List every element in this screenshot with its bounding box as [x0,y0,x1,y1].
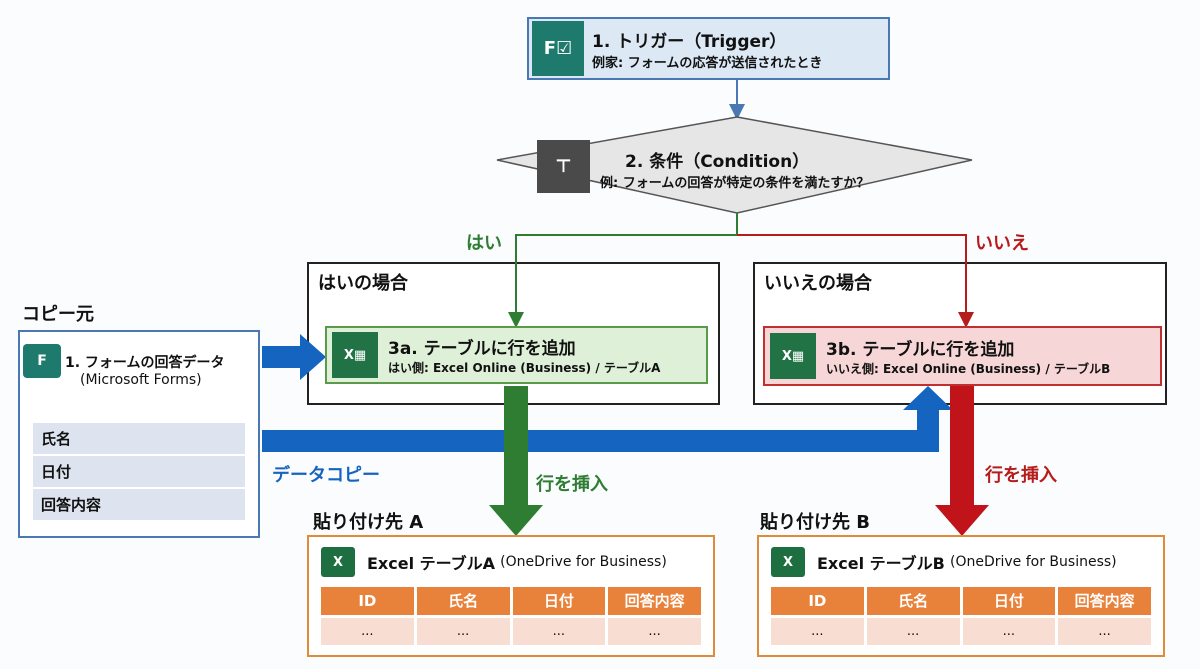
source-field: 氏名 [33,423,245,454]
table-header: ID [321,587,414,615]
step-3a[interactable]: X▦ 3a. テーブルに行を追加 はい側: Excel Online (Busi… [325,326,708,384]
trigger-subtitle: 例家: フォームの応答が送信されたとき [592,55,823,71]
excel-icon: X [771,547,805,577]
table-cell: ... [321,618,414,645]
insert-arrow-b [935,386,989,536]
table-cell: ... [771,618,864,645]
source-field: 回答内容 [33,489,245,520]
table-cell: ... [962,618,1056,645]
step-3b-title: 3b. テーブルに行を追加 [826,340,1015,360]
yes-branch-label: はい [466,233,502,254]
yes-branch-line [508,213,738,328]
trigger-step[interactable]: F☑ 1. トリガー（Trigger） 例家: フォームの応答が送信されたとき [527,17,890,80]
dest-a-table: ID 氏名 日付 回答内容 ... ... ... ... [321,587,701,645]
dest-b-title: Excel テーブルB [817,554,945,573]
source-subtitle: (Microsoft Forms) [80,372,202,388]
condition-branch-icon: ⊤ [537,140,590,193]
copy-label: データコピー [272,465,380,486]
trigger-title: 1. トリガー（Trigger） [592,31,787,52]
source-label: コピー元 [22,304,94,325]
dest-b-label: 貼り付け先 B [760,512,870,533]
step-3b[interactable]: X▦ 3b. テーブルに行を追加 いいえ側: Excel Online (Bus… [763,326,1162,386]
no-branch-label: いいえ [975,233,1029,254]
no-case-label: いいえの場合 [764,273,872,294]
table-header: 日付 [512,587,606,615]
step-3a-subtitle: はい側: Excel Online (Business) / テーブルA [388,361,661,375]
table-cell: ... [866,618,960,645]
step-3b-subtitle: いいえ側: Excel Online (Business) / テーブルB [826,362,1111,376]
dest-a-box: X Excel テーブルA (OneDrive for Business) ID … [307,535,715,657]
insert-label-b: 行を挿入 [985,465,1057,486]
table-header: 回答内容 [608,587,701,615]
dest-b-table: ID 氏名 日付 回答内容 ... ... ... ... [771,587,1151,645]
source-field: 日付 [33,456,245,487]
yes-case-label: はいの場合 [318,273,408,294]
source-title: 1. フォームの回答データ [65,355,225,371]
no-branch-line [737,234,974,328]
forms-icon: F [23,344,61,378]
dest-b-title-suffix: (OneDrive for Business) [949,554,1117,570]
dest-a-title-suffix: (OneDrive for Business) [500,554,667,570]
condition-step[interactable]: 2. 条件（Condition） 例: フォームの回答が特定の条件を満たすか？ [600,147,940,191]
step-3a-title: 3a. テーブルに行を追加 [388,339,576,359]
condition-subtitle: 例: フォームの回答が特定の条件を満たすか？ [600,176,870,191]
dest-b-box: X Excel テーブルB (OneDrive for Business) ID … [757,535,1165,657]
condition-title: 2. 条件（Condition） [625,152,810,172]
excel-icon: X▦ [770,333,816,379]
forms-icon: F☑ [532,21,584,76]
table-cell: ... [1058,618,1151,645]
table-cell: ... [608,618,701,645]
insert-label-a: 行を挿入 [536,474,608,495]
dest-a-label: 貼り付け先 A [313,512,424,533]
table-header: 日付 [962,587,1056,615]
dest-a-title: Excel テーブルA [367,554,496,573]
table-cell: ... [512,618,606,645]
table-cell: ... [416,618,510,645]
excel-icon: X [321,547,355,577]
copy-arrow-to-3a [262,334,326,380]
excel-icon: X▦ [332,332,378,378]
table-header: 氏名 [866,587,960,615]
table-header: 氏名 [416,587,510,615]
insert-arrow-a [489,386,543,536]
table-header: 回答内容 [1058,587,1151,615]
copy-arrow-to-3b [262,386,953,452]
table-header: ID [771,587,864,615]
